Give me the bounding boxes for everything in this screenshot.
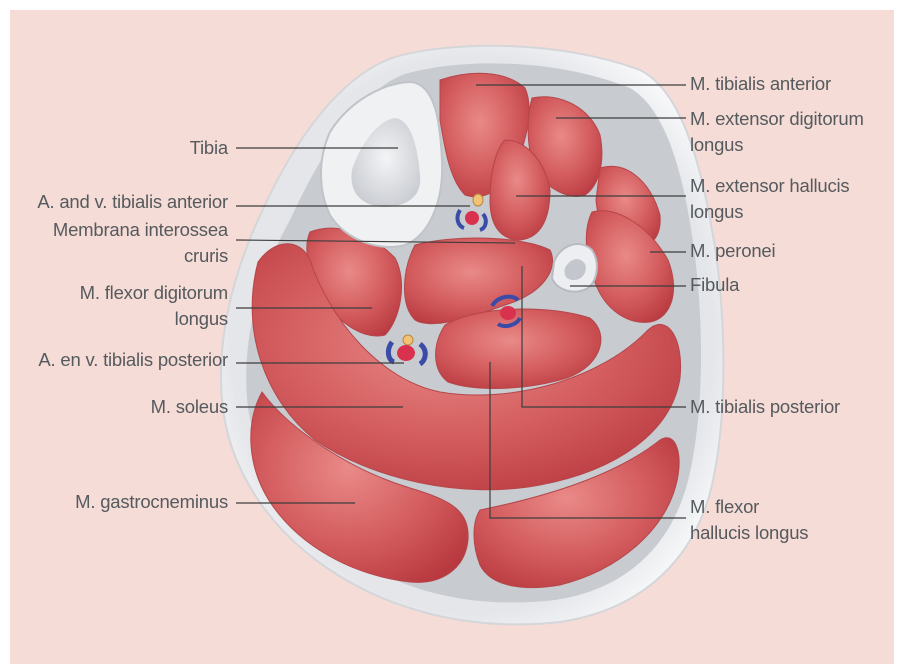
label-extensor-hallucis: M. extensor hallucis longus: [690, 173, 849, 225]
label-extensor-digitorum-line1: M. extensor digitorum: [690, 106, 864, 132]
label-tibia: Tibia: [190, 135, 228, 161]
label-soleus: M. soleus: [151, 394, 228, 420]
label-peronei: M. peronei: [690, 238, 775, 264]
label-flexor-hallucis-line1: M. flexor: [690, 494, 808, 520]
label-membrana-interossea-line2: cruris: [53, 243, 228, 269]
label-membrana-interossea: Membrana interossea cruris: [53, 217, 228, 269]
label-extensor-hallucis-line1: M. extensor hallucis: [690, 173, 849, 199]
label-flexor-digitorum: M. flexor digitorum longus: [80, 280, 228, 332]
label-flexor-hallucis: M. flexor hallucis longus: [690, 494, 808, 546]
label-a-v-tibialis-anterior: A. and v. tibialis anterior: [37, 189, 228, 215]
label-flexor-hallucis-line2: hallucis longus: [690, 520, 808, 546]
label-tibialis-anterior: M. tibialis anterior: [690, 71, 831, 97]
label-membrana-interossea-line1: Membrana interossea: [53, 217, 228, 243]
label-tibialis-posterior: M. tibialis posterior: [690, 394, 840, 420]
label-extensor-hallucis-line2: longus: [690, 199, 849, 225]
label-flexor-digitorum-line1: M. flexor digitorum: [80, 280, 228, 306]
label-flexor-digitorum-line2: longus: [80, 306, 228, 332]
label-extensor-digitorum-line2: longus: [690, 132, 864, 158]
label-extensor-digitorum: M. extensor digitorum longus: [690, 106, 864, 158]
label-gastrocneminus: M. gastrocneminus: [75, 489, 228, 515]
label-a-v-tibialis-posterior: A. en v. tibialis posterior: [38, 347, 228, 373]
label-fibula: Fibula: [690, 272, 739, 298]
